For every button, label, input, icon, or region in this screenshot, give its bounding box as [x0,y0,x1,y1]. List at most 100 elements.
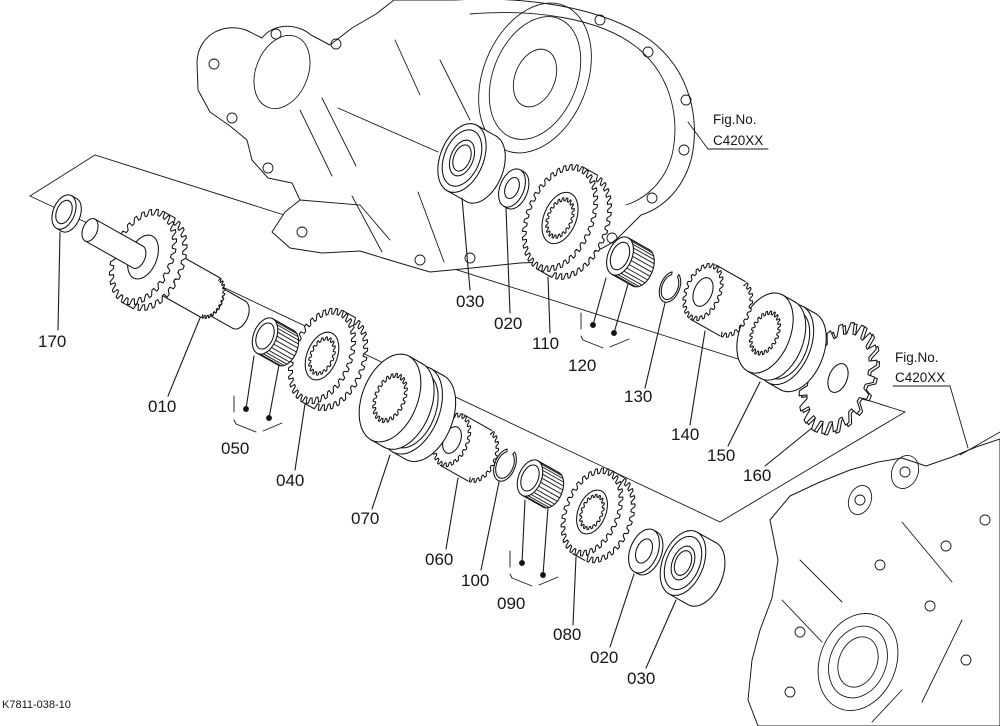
bracket-120-dot [590,322,596,328]
hub-edge [439,464,469,482]
ring-ring [55,199,73,225]
upper-case-left-bore [253,34,311,110]
needle-bearing-090 [516,459,565,509]
part-label-110: 110 [532,334,559,353]
bearing-roller-line [530,493,553,507]
bolt-hole [784,686,796,698]
sleeve-front-flange-spline-bore [748,310,782,356]
shaft-spline-edge [155,291,202,318]
gear-edge [342,310,356,319]
leader-050-b [268,364,280,419]
part-label-130: 130 [624,387,652,406]
bracket-050 [233,355,283,433]
shift-sleeve-150 [736,292,827,393]
bearing-roller-line [277,331,299,345]
bearing-ring [673,550,693,576]
leader-120-a [592,277,607,326]
bearing-roller-line [626,267,649,281]
bolt-hole [794,626,806,638]
lower-case-bearing-seat [837,636,879,688]
bearing-roller-line [259,353,282,367]
bearing-roller-line [524,495,547,509]
leader-lines [57,121,969,669]
leader-090-a [521,499,526,564]
snap-ring-130 [658,271,682,303]
bearing-roller-line [623,270,646,284]
bolt-hole [874,559,886,571]
bearing-roller-line [276,335,299,349]
upper-case-main-bore [478,2,592,154]
ball-bearing-030-upper [437,123,506,204]
gear-edge [300,400,314,409]
bolt-hole [854,494,866,506]
bolt-hole [899,466,911,478]
leader-050-a [245,355,255,410]
part-label-070: 070 [351,509,379,528]
fig-ref-upper-code: C420XX [713,133,763,148]
leader-020-upper [505,207,511,314]
sleeve-front-flange-spline-bore [372,372,408,424]
bracket-120 [580,277,630,349]
needle-bearing-050 [251,317,300,367]
bolt-hole [262,162,274,174]
bracket-120-dot [611,330,617,336]
bearing-roller-line [617,274,640,287]
hub-ring [692,277,714,307]
bearing-roller-line [542,473,564,487]
gear-edge [535,268,551,278]
lower-case-boss [890,455,920,489]
part-label-030-lower: 030 [627,669,655,688]
bearing-roller-line [542,469,565,483]
bearing-roller-line [541,477,564,491]
bearing-roller-line [612,274,634,287]
bearing-roller-line [276,324,299,338]
bolt-hole [678,144,690,156]
upper-transmission-case [196,0,695,273]
bolt-hole [330,38,342,50]
leader-130 [644,302,666,389]
shift-sleeve-070 [358,353,457,463]
gear-edge [583,166,599,176]
upper-case-ribs [299,39,471,263]
bearing-roller-line [538,485,561,499]
leader-120-b [613,283,629,334]
bearing-roller-line [632,255,654,269]
part-label-080: 080 [553,625,581,644]
part-label-170: 170 [38,332,66,351]
bearing-roller-line [273,343,296,357]
part-label-040: 040 [276,471,304,490]
bearing-roller-line [275,339,297,353]
bearing-roller-line [632,251,655,265]
bracket-050-dot [243,406,249,412]
part-label-030-upper: 030 [456,292,484,311]
figure-reference-lower: Fig.No. C420XX [895,350,945,385]
shaft-journal-front-face [81,218,99,242]
hub-edge [715,264,746,283]
part-label-020-upper: 020 [494,314,522,333]
bearing-roller-line [538,461,561,474]
leader-020-lower [609,573,635,648]
shaft-journal-edge [94,218,144,247]
upper-case-main-bore-inner [488,16,582,140]
upper-case-flange-line [469,12,676,206]
part-label-020-lower: 020 [590,648,618,667]
leader-100 [480,481,500,571]
drawing-code: K7811-038-10 [2,699,71,711]
thrust-washer-020-lower [628,528,664,576]
bracket-120-frame [580,312,630,349]
bearing-roller-line [541,466,564,480]
gear-spline-bore [545,197,575,239]
bearing-roller-line [527,495,550,508]
bracket-090-dot [540,572,546,578]
bolt-hole [646,192,658,204]
shaft-gear-edge [121,301,133,309]
bearing-roller-line [632,243,655,257]
parts-layer [51,123,881,607]
shaft-end-edge [206,313,234,329]
bolt-hole [642,46,654,58]
lower-transmission-case [747,431,1000,726]
hub-edge [463,414,493,431]
gear-080 [560,467,636,564]
needle-bearing-120 [606,236,655,288]
